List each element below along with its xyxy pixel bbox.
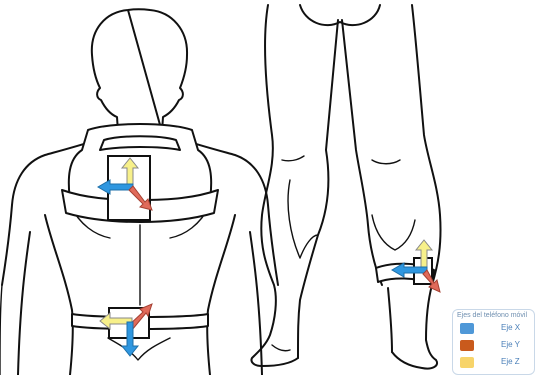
right-knee-detail: [372, 160, 400, 164]
left-arm-outer: [0, 285, 2, 375]
left-arm-inner: [18, 232, 30, 375]
legend-swatch-z: [460, 357, 474, 368]
legend-item-y: Eje Y: [457, 339, 533, 353]
torso-right: [207, 215, 235, 375]
harness-inner: [100, 136, 180, 150]
axes-legend: Ejes del teléfono móvil Eje X Eje Y Eje …: [452, 309, 535, 375]
right-leg-outer: [392, 5, 441, 369]
legend-label-x: Eje X: [501, 323, 520, 332]
right-lower-leg: [388, 288, 392, 352]
left-leg-inner: [298, 20, 338, 358]
lower-back: [108, 338, 170, 360]
back-torso-figure: [0, 9, 278, 375]
legend-label-z: Eje Z: [501, 357, 520, 366]
left-ankle-detail: [272, 345, 290, 351]
legend-label-y: Eje Y: [501, 340, 520, 349]
head-outline: [92, 9, 187, 132]
glutes: [300, 5, 380, 25]
left-calf-detail: [288, 180, 318, 258]
torso-left: [45, 215, 73, 375]
legend-title: Ejes del teléfono móvil: [457, 312, 527, 319]
legend-swatch-x: [460, 323, 474, 334]
left-knee-detail: [282, 156, 304, 161]
right-calf-detail: [372, 215, 415, 250]
legend-item-z: Eje Z: [457, 356, 533, 370]
right-leg-inner: [342, 20, 382, 285]
legend-item-x: Eje X: [457, 322, 533, 336]
legs-figure: [251, 5, 440, 369]
legend-swatch-y: [460, 340, 474, 351]
